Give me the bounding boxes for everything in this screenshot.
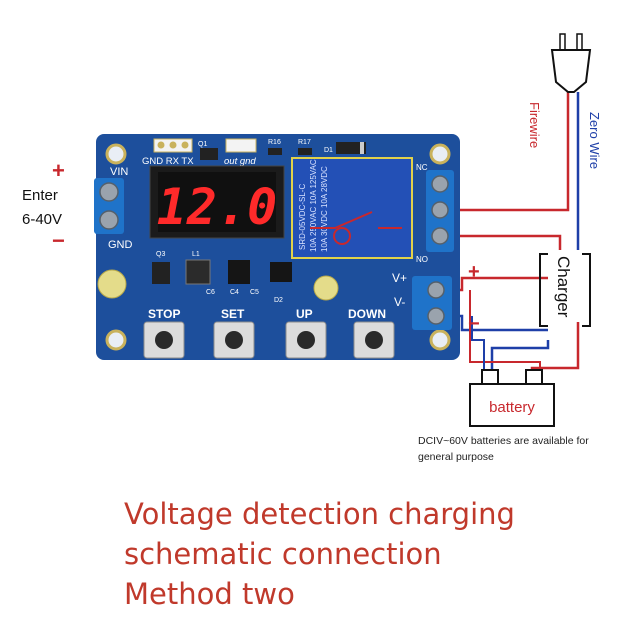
display-readout: 12.0 [157, 178, 277, 236]
ic-chip-2 [270, 262, 292, 282]
input-screw-1 [99, 182, 119, 202]
input-screw-2 [99, 210, 119, 230]
capacitor-right [313, 275, 339, 301]
mount-hole-tr [429, 143, 451, 165]
l1-label: L1 [192, 251, 200, 258]
button-group: STOP SET UP DOWN [143, 307, 395, 359]
r16-resistor [268, 148, 282, 155]
relay-rating-2: 10A 30VDC 10A 28VDC [320, 166, 329, 252]
serial-header [153, 138, 193, 153]
caption-line-3: Method two [124, 577, 295, 611]
charger-label: Charger [554, 256, 573, 318]
mount-hole-br [429, 329, 451, 351]
battery-note-line1: DCIV~60V batteries are available for [418, 435, 589, 447]
vminus-screw [427, 307, 445, 325]
input-voltage-range: 6-40V [22, 211, 62, 228]
q1-label: Q1 [198, 141, 207, 148]
relay-screw-no [431, 227, 449, 245]
battery: battery [469, 369, 555, 427]
r17-label: R17 [298, 139, 311, 146]
zero-wire-label: Zero Wire [587, 112, 602, 169]
relay-screw-com [431, 201, 449, 219]
vin-label: VIN [110, 166, 128, 178]
r17-resistor [298, 148, 312, 155]
mount-hole-tl [105, 143, 127, 165]
vplus-wire [452, 276, 548, 292]
charger-minus-sign: − [468, 313, 480, 335]
charger-bracket [539, 253, 591, 327]
up-button-label: UP [296, 307, 313, 321]
c6-label: C6 [206, 289, 215, 296]
q3-label: Q3 [156, 251, 165, 258]
output-header [225, 138, 257, 153]
enter-label: Enter [22, 187, 58, 204]
vminus-label: V- [394, 295, 405, 309]
relay-model: SRD-05VDC-SL-C [298, 184, 307, 250]
vminus-wire [452, 314, 548, 332]
l1-inductor [185, 259, 211, 285]
d1-label: D1 [324, 147, 333, 154]
d1-diode [336, 142, 366, 154]
header-pins-label: GND RX TX [142, 156, 194, 167]
caption-line-1: Voltage detection charging [124, 497, 515, 531]
mount-hole-bl [105, 329, 127, 351]
d2-label: D2 [274, 297, 283, 304]
firewire-wire [452, 92, 570, 212]
vplus-screw [427, 281, 445, 299]
c4-label: C4 [230, 289, 239, 296]
input-minus-sign: − [52, 228, 65, 253]
relay-screw-nc [431, 175, 449, 193]
capacitor-left [97, 269, 127, 299]
q1-transistor [200, 148, 218, 160]
battery-minus-tap [471, 316, 485, 384]
charger-plus-sign: + [468, 261, 480, 283]
out-gnd-label: out gnd [224, 156, 256, 167]
r16-label: R16 [268, 139, 281, 146]
set-button-label: SET [221, 307, 245, 321]
gnd-label: GND [108, 239, 133, 251]
charger-battery-minus-wire [490, 340, 550, 384]
input-plus-sign: + [52, 158, 65, 183]
firewire-label: Firewire [527, 102, 542, 148]
led-display: 12.0 [149, 165, 285, 239]
down-button-label: DOWN [348, 307, 386, 321]
battery-label: battery [489, 399, 535, 416]
relay-to-charger-wire [452, 234, 562, 250]
relay: SRD-05VDC-SL-C 10A 250VAC 10A 125VAC 10A… [291, 157, 413, 259]
relay-module-board: VIN GND GND RX TX Q1 out gnd R16 R17 D1 … [94, 134, 460, 360]
battery-note-line2: general purpose [418, 451, 494, 463]
q3-transistor [152, 262, 170, 284]
ic-chip [228, 260, 250, 284]
nc-label: NC [416, 163, 428, 172]
vplus-label: V+ [392, 271, 407, 285]
c5-label: C5 [250, 289, 259, 296]
relay-rating-1: 10A 250VAC 10A 125VAC [309, 159, 318, 252]
caption-line-2: schematic connection [124, 537, 442, 571]
stop-button-label: STOP [148, 307, 180, 321]
no-label: NO [416, 255, 428, 264]
mains-plug [550, 33, 592, 93]
wires [452, 92, 580, 384]
